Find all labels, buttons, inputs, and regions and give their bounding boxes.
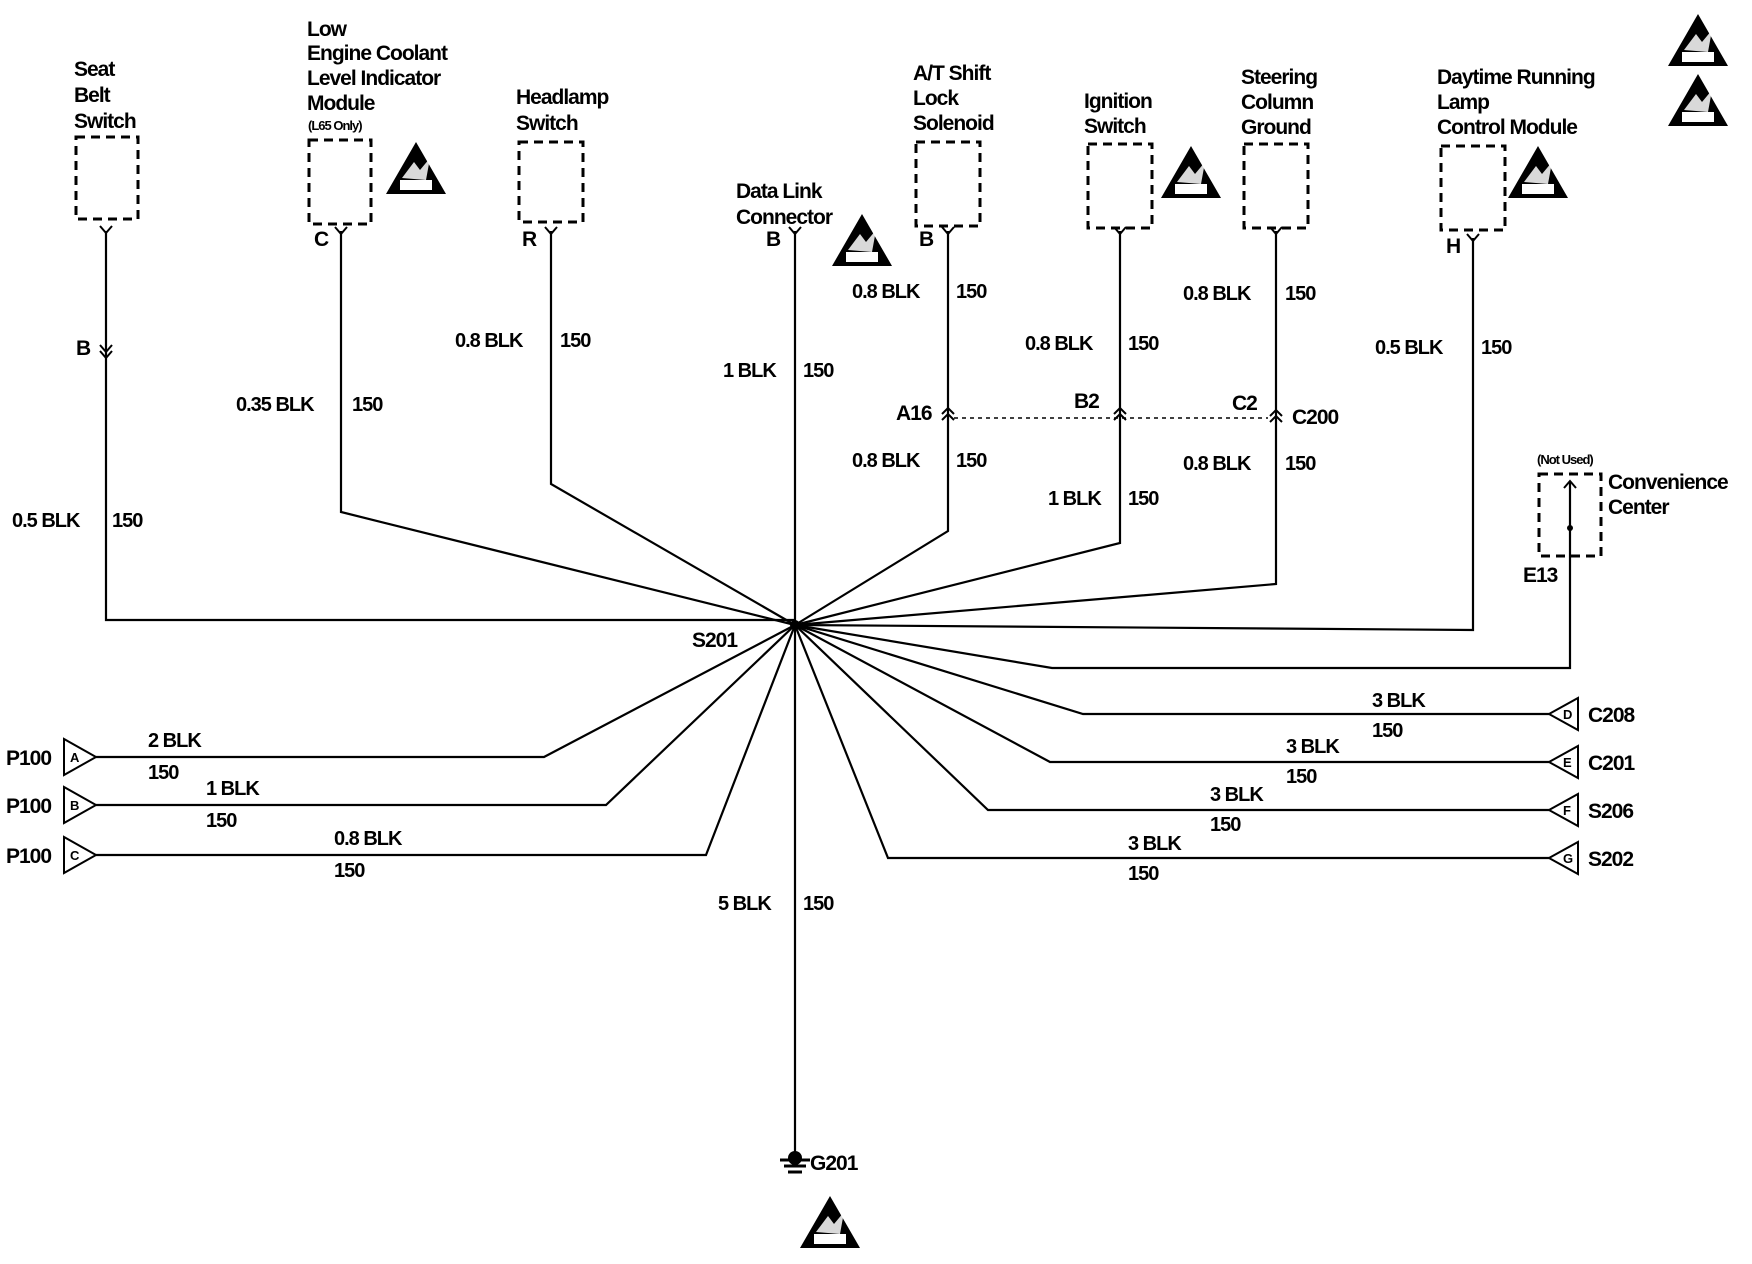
pin-coolant: C	[314, 228, 329, 251]
right-connector-circuit: 150	[1128, 863, 1159, 885]
dlc-label: Data Link Connector	[736, 180, 833, 229]
right-connector-name: S206	[1588, 800, 1633, 823]
right-connector-pin: G	[1563, 851, 1573, 866]
wire-ground: 5 BLK	[718, 893, 772, 915]
left-connector-pin: A	[70, 750, 80, 765]
pin-e13: E13	[1523, 564, 1558, 587]
circuit-dlc: 150	[803, 360, 834, 382]
wire-coolant: 0.35 BLK	[236, 394, 315, 416]
circuit-coolant: 150	[352, 394, 383, 416]
right-connector-circuit: 150	[1210, 814, 1241, 836]
left-connectors	[63, 737, 99, 875]
right-connector-name: C208	[1588, 704, 1636, 727]
left-connector-name: P100	[6, 747, 51, 770]
right-connector-wire: 3 BLK	[1128, 833, 1182, 855]
circuit-drl: 150	[1481, 337, 1512, 359]
circuit-seat-belt: 150	[112, 510, 143, 532]
pin-b2: B2	[1074, 390, 1099, 413]
circuit-ground: 150	[803, 893, 834, 915]
headlamp-switch-box	[517, 140, 585, 224]
left-connector-pin: C	[70, 848, 80, 863]
pin-c200: C200	[1292, 406, 1339, 429]
convenience-center-label: Convenience Center	[1608, 471, 1733, 519]
pin-drl: H	[1446, 235, 1460, 258]
coolant-module-box	[307, 138, 373, 226]
left-connector-circuit: 150	[148, 762, 179, 784]
splice-label: S201	[692, 629, 738, 652]
wire-drl: 0.5 BLK	[1375, 337, 1444, 359]
wire-steer-upper: 0.8 BLK	[1183, 283, 1252, 305]
circuit-at-upper: 150	[956, 281, 987, 303]
circuit-steer-upper: 150	[1285, 283, 1316, 305]
coolant-module-label: Low Engine Coolant Level Indicator Modul…	[307, 18, 452, 115]
ignition-switch-box	[1086, 142, 1154, 230]
pin-dlc: B	[766, 228, 781, 251]
right-connector-pin: E	[1563, 755, 1572, 770]
at-shift-solenoid-box	[914, 140, 982, 228]
pin-arrows	[99, 225, 1577, 489]
wire-at-lower: 0.8 BLK	[852, 450, 921, 472]
right-connector-name: C201	[1588, 752, 1636, 775]
pin-seat-belt-upper: B	[76, 337, 91, 360]
drl-module-label: Daytime Running Lamp Control Module	[1437, 66, 1600, 139]
seat-belt-switch-box	[74, 135, 140, 221]
left-connector-wire: 2 BLK	[148, 730, 202, 752]
left-connector-wire: 0.8 BLK	[334, 828, 403, 850]
at-shift-label: A/T Shift Lock Solenoid	[913, 62, 995, 135]
right-connectors	[1546, 696, 1579, 876]
left-connector-circuit: 150	[206, 810, 237, 832]
right-connector-wire: 3 BLK	[1372, 690, 1426, 712]
headlamp-switch-label: Headlamp Switch	[516, 86, 613, 135]
wire-dlc: 1 BLK	[723, 360, 777, 382]
left-connector-circuit: 150	[334, 860, 365, 882]
circuit-ign-upper: 150	[1128, 333, 1159, 355]
ignition-switch-label: Ignition Switch	[1084, 90, 1157, 138]
right-connector-pin: D	[1563, 707, 1572, 722]
ground-label: G201	[810, 1152, 859, 1175]
circuit-ign-lower: 150	[1128, 488, 1159, 510]
left-connector-name: P100	[6, 795, 51, 818]
right-connector-pin: F	[1563, 803, 1571, 818]
right-connector-circuit: 150	[1372, 720, 1403, 742]
steering-column-label: Steering Column Ground	[1241, 66, 1322, 139]
drl-module-box	[1439, 144, 1507, 232]
pin-at-shift: B	[919, 228, 934, 251]
circuit-steer-lower: 150	[1285, 453, 1316, 475]
pin-headlamp: R	[522, 228, 537, 251]
esd-symbols	[386, 14, 1728, 1248]
right-connector-name: S202	[1588, 848, 1633, 871]
pin-c2: C2	[1232, 392, 1257, 415]
circuit-headlamp: 150	[560, 330, 591, 352]
wire-at-upper: 0.8 BLK	[852, 281, 921, 303]
wire-headlamp: 0.8 BLK	[455, 330, 524, 352]
convenience-note: (Not Used)	[1537, 452, 1593, 467]
pin-a16: A16	[896, 402, 932, 425]
right-connector-circuit: 150	[1286, 766, 1317, 788]
left-connector-name: P100	[6, 845, 51, 868]
left-connector-pin: B	[70, 798, 79, 813]
wire-seat-belt: 0.5 BLK	[12, 510, 81, 532]
wire-steer-lower: 0.8 BLK	[1183, 453, 1252, 475]
left-connector-wire: 1 BLK	[206, 778, 260, 800]
steering-column-box	[1242, 142, 1310, 230]
right-connector-wire: 3 BLK	[1286, 736, 1340, 758]
wires	[96, 231, 1573, 1174]
circuit-at-lower: 150	[956, 450, 987, 472]
wire-ign-upper: 0.8 BLK	[1025, 333, 1094, 355]
coolant-note: (L65 Only)	[308, 118, 362, 133]
convenience-center-box	[1537, 472, 1603, 558]
wire-ign-lower: 1 BLK	[1048, 488, 1102, 510]
right-connector-wire: 3 BLK	[1210, 784, 1264, 806]
seat-belt-switch-label: Seat Belt Switch	[74, 58, 136, 133]
